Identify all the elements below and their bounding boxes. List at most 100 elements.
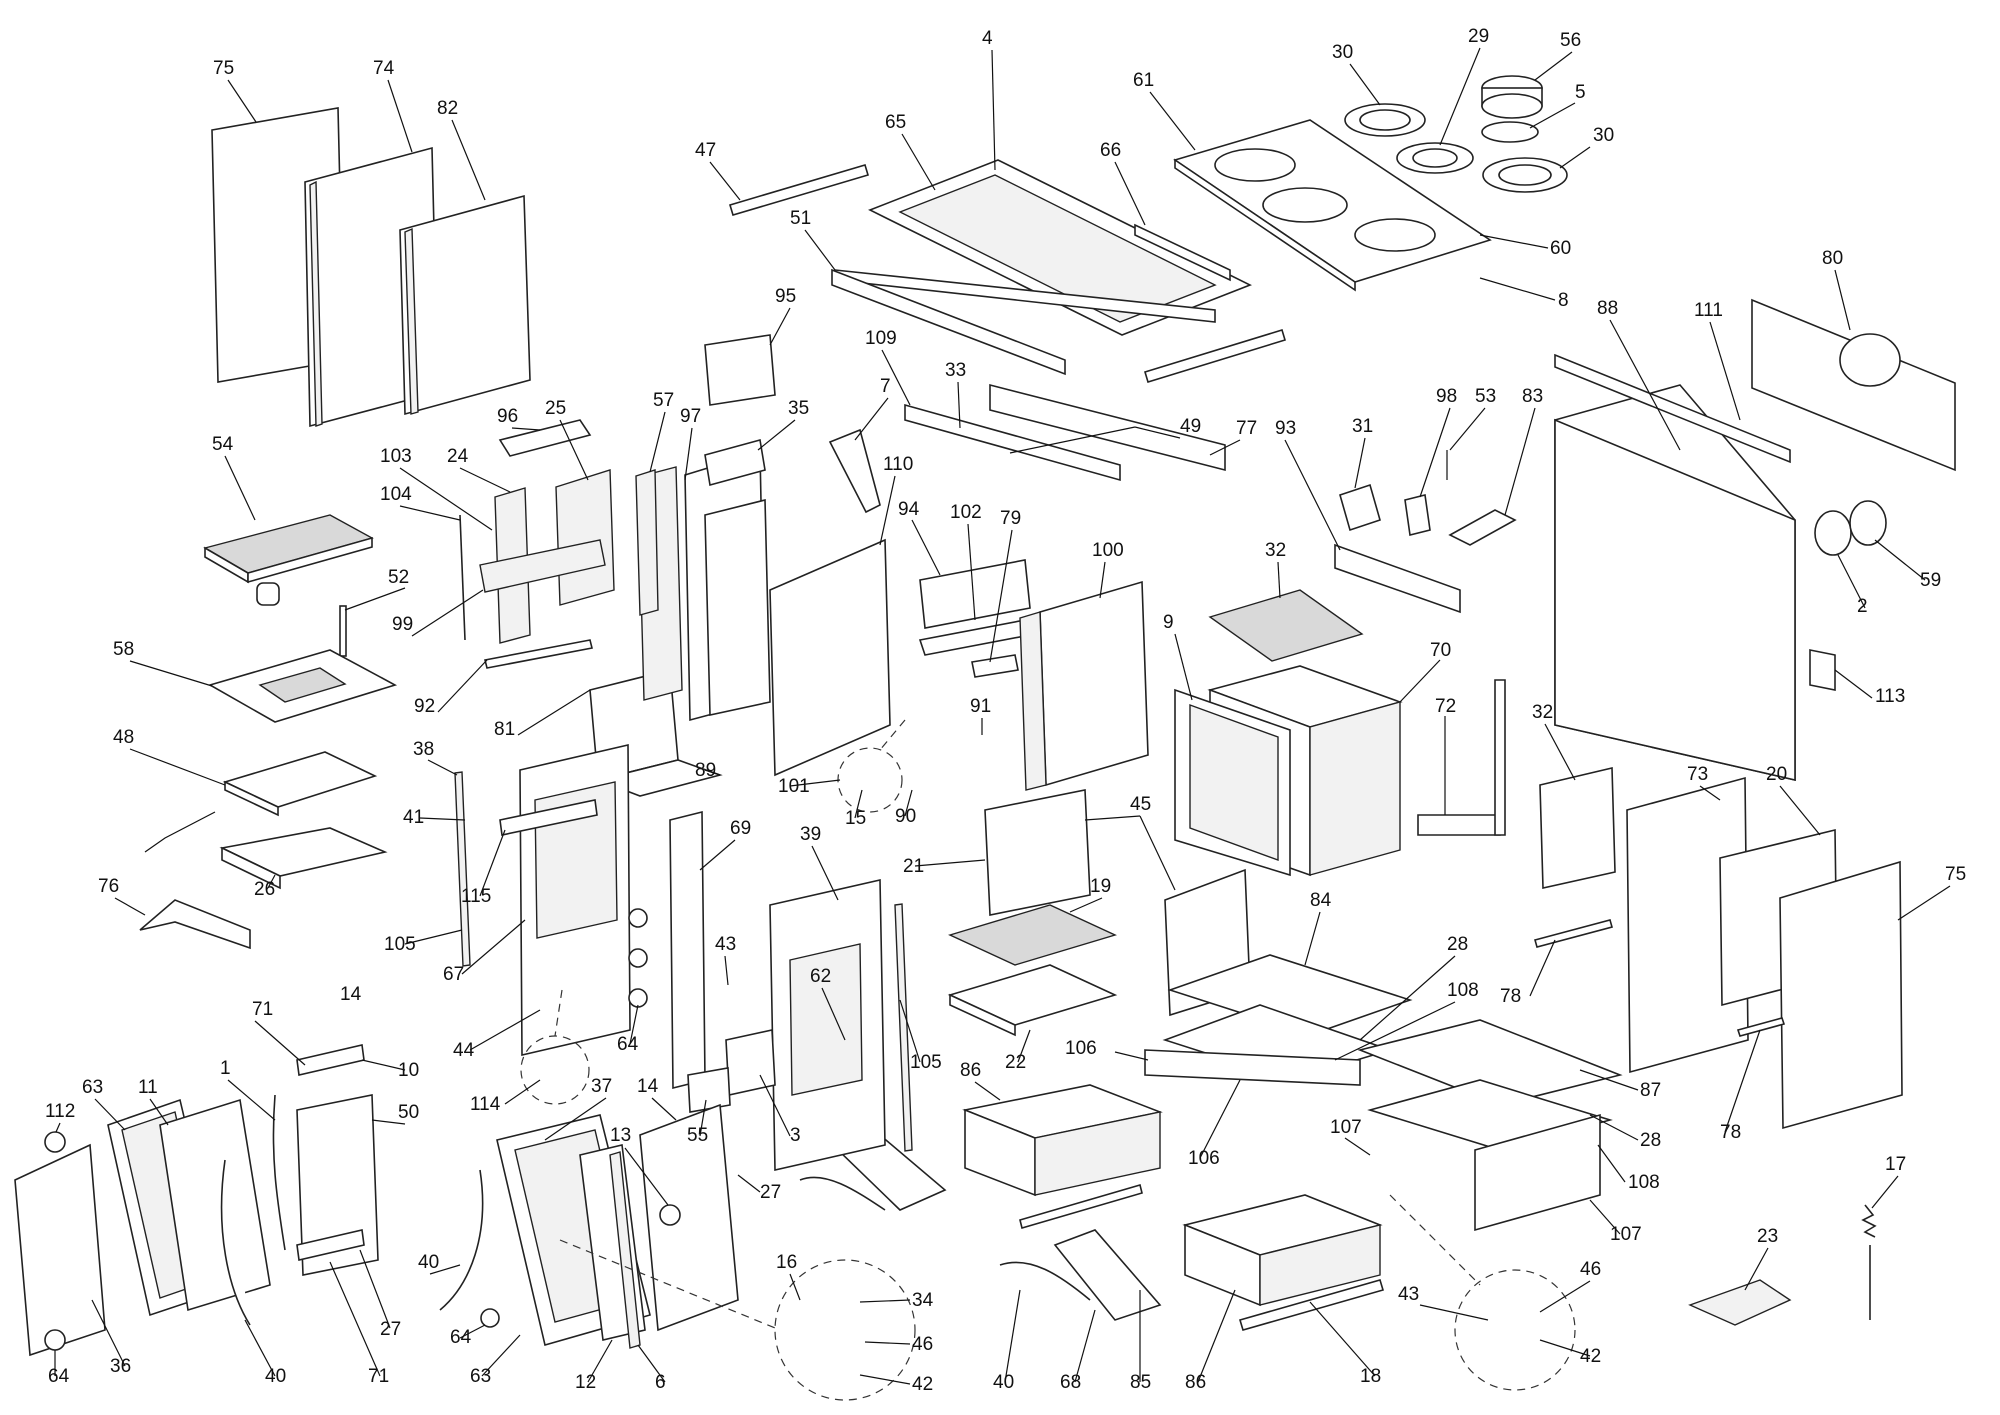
callout-c8: 8 [1558,290,1569,311]
side-panel-82-left [399,194,531,416]
callout-c71b: 71 [368,1366,389,1387]
callout-c56: 56 [1560,30,1581,51]
callout-c33: 33 [945,360,966,381]
drip-tray-26 [219,827,388,890]
callout-c9: 9 [1163,612,1174,633]
callout-c105b: 105 [910,1052,942,1073]
callout-c85: 85 [1130,1372,1151,1393]
oven-door-frame-9 [1174,688,1291,877]
callout-c32a: 32 [1265,540,1286,561]
leader-lines [54,47,1951,1385]
callout-c30b: 30 [1593,125,1614,146]
callout-c107a: 107 [1330,1117,1362,1138]
label-113 [1809,649,1836,691]
rail-111 [1554,353,1791,464]
callout-c88: 88 [1597,298,1618,319]
callout-c32b: 32 [1532,702,1553,723]
rod-49 [1009,426,1136,454]
callout-c45: 45 [1130,794,1151,815]
rail-93 [1334,543,1461,614]
callout-c105a: 105 [384,934,416,955]
callout-c87: 87 [1640,1080,1661,1101]
plate-79 [971,654,1019,678]
callout-c107b: 107 [1610,1224,1642,1245]
flue-panel-80 [1751,298,1956,472]
hob-lid-56 [1481,75,1543,119]
back-panel-88 [1554,384,1796,782]
callout-c53: 53 [1475,386,1496,407]
callout-c76: 76 [98,876,119,897]
callout-c14b: 14 [637,1076,659,1097]
callout-c5: 5 [1575,82,1586,103]
rail-middle [1019,1183,1143,1230]
callout-c91: 91 [970,696,991,717]
callout-c68: 68 [1060,1372,1081,1393]
gasket-105-right [894,903,913,1152]
callout-c63a: 63 [82,1077,103,1098]
callout-c14a: 14 [340,984,362,1005]
callout-c100: 100 [1092,540,1124,561]
callout-c1: 1 [220,1058,231,1079]
drawer-handle-40 [999,1261,1091,1301]
cover-59 [1849,500,1887,546]
hob-ring-29 [1396,142,1474,174]
callout-c48: 48 [113,727,134,748]
callout-c114: 114 [470,1094,501,1115]
baffle-95 [704,334,776,406]
ring-2 [1814,510,1852,556]
callout-c92: 92 [414,696,435,717]
callout-c59: 59 [1920,570,1941,591]
gasket-105-left [454,771,471,967]
callout-c26: 26 [254,879,275,900]
oven-door-39 [769,879,886,1171]
oven-rack-19 [948,904,1117,966]
seal-ring-5 [1481,121,1539,143]
bracket-107 [1474,1113,1601,1232]
callout-c57: 57 [653,390,674,411]
callout-c54: 54 [212,434,234,455]
callout-c51: 51 [790,208,811,229]
callout-c15: 15 [845,808,866,829]
callout-c96: 96 [497,406,518,427]
glass-115 [499,799,598,836]
window-3 [725,1029,776,1096]
bracket-7 [828,428,881,514]
deflector-76 [139,899,251,950]
oven-tray-22 [947,964,1118,1037]
callout-c10: 10 [398,1060,419,1081]
ash-pan-48 [144,751,378,853]
callout-c42b: 42 [1580,1346,1601,1367]
callout-c16: 16 [776,1252,797,1273]
cooktop-plate-61 [1173,119,1492,292]
bracket-31 [1339,483,1381,532]
top-frame-65 [834,159,1252,336]
gasket-6 [609,1151,641,1349]
strip-78-lower [1736,1017,1786,1037]
callout-c7: 7 [880,376,891,397]
callout-c37: 37 [591,1076,612,1097]
callout-c50: 50 [398,1102,419,1123]
rail-66 [1134,223,1231,282]
rail-18 [1239,1279,1384,1331]
callout-c22: 22 [1005,1052,1026,1073]
ash-tray-58 [207,649,398,723]
callout-c79: 79 [1000,508,1021,529]
knob-64-left [44,1329,66,1351]
callout-labels: 75 74 82 54 103 24 96 25 104 52 99 58 92… [45,26,1966,1395]
fire-door-frame-67 [519,743,631,1057]
callout-c38: 38 [413,739,434,760]
callout-c62: 62 [810,966,831,987]
callout-c19: 19 [1090,876,1111,897]
rail-right [1144,328,1286,384]
side-panel-110 [769,538,891,777]
callout-c46b: 46 [1580,1259,1601,1280]
knob-64-mid [628,908,648,1008]
callout-c103: 103 [380,446,412,467]
callout-c67: 67 [443,964,464,985]
glass-50 [296,1094,379,1276]
detail-circle-101 [837,747,903,813]
callout-c21: 21 [903,856,924,877]
drawer-86-top [962,1084,1163,1197]
callout-c4: 4 [982,28,993,49]
callout-c28b: 28 [1640,1130,1661,1151]
